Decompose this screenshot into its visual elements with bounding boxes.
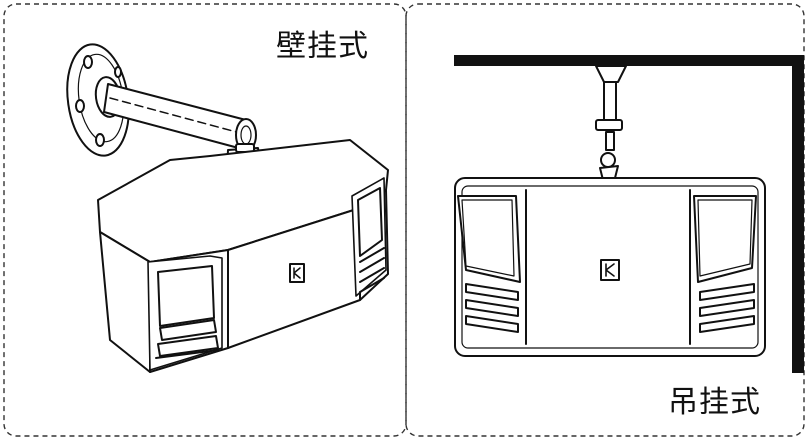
wall-panel-border bbox=[3, 3, 407, 437]
ceiling-mount-illustration bbox=[454, 55, 804, 373]
ceiling-speaker-body bbox=[454, 177, 766, 357]
ceiling-bar bbox=[454, 55, 804, 373]
wall-plate bbox=[66, 43, 130, 157]
ceiling-mount-hardware bbox=[574, 65, 642, 188]
wall-speaker-body bbox=[97, 139, 389, 373]
wall-mount-illustration bbox=[66, 43, 389, 373]
mount-arm bbox=[103, 83, 257, 152]
ceiling-mount-label: 吊挂式 bbox=[668, 385, 761, 420]
k-logo-icon bbox=[600, 259, 620, 281]
k-logo-icon bbox=[289, 263, 305, 283]
wall-mount-label: 壁挂式 bbox=[276, 29, 369, 64]
